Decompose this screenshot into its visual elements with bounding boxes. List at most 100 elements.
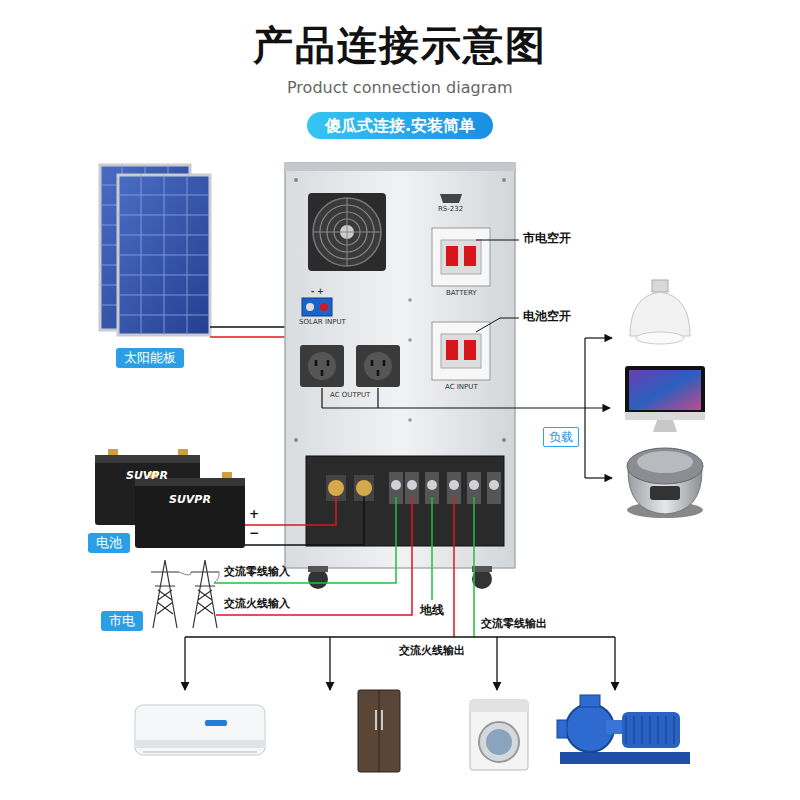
callout: 电池空开 bbox=[523, 310, 571, 324]
air-conditioner bbox=[135, 705, 265, 755]
computer bbox=[629, 370, 701, 410]
load-bus bbox=[496, 637, 497, 690]
inverter-cabinet bbox=[408, 338, 412, 342]
ac-socket bbox=[356, 345, 400, 387]
mains-wire bbox=[431, 497, 433, 600]
breaker bbox=[446, 246, 458, 266]
terminal-block bbox=[391, 480, 401, 490]
port-label: SOLAR INPUT bbox=[299, 318, 346, 326]
mains-wire bbox=[214, 497, 396, 583]
lamp bbox=[636, 332, 684, 344]
breaker bbox=[441, 240, 481, 274]
brand-mark: SUVPR bbox=[169, 494, 211, 507]
cooling-fan bbox=[308, 193, 386, 271]
breaker bbox=[432, 228, 490, 380]
breaker bbox=[464, 246, 476, 266]
air-conditioner bbox=[135, 740, 265, 748]
inverter-cabinet bbox=[408, 298, 412, 302]
refrigerator bbox=[358, 690, 400, 772]
terminal-block bbox=[407, 480, 417, 490]
lamp bbox=[630, 292, 690, 336]
battery-wire bbox=[245, 497, 336, 525]
brand-mark: SUVPR bbox=[126, 470, 168, 483]
node-text: 市电 bbox=[109, 613, 135, 629]
battery bbox=[108, 449, 118, 455]
output-bracket bbox=[322, 407, 610, 408]
breaker bbox=[464, 340, 476, 360]
inverter-cabinet bbox=[502, 438, 506, 442]
wire-label: 交流零线输出 bbox=[481, 618, 547, 631]
load-bus bbox=[614, 637, 615, 690]
port-label: BATTERY bbox=[446, 289, 477, 297]
node-text: 电池 bbox=[96, 535, 122, 551]
banner-pill: 傻瓜式连接.安装简单 bbox=[307, 112, 493, 139]
rice-cooker bbox=[637, 451, 693, 473]
refrigerator bbox=[381, 710, 383, 730]
battery bbox=[178, 449, 188, 455]
ac-socket bbox=[300, 345, 344, 387]
node-text: 负载 bbox=[549, 430, 573, 444]
washing-machine bbox=[470, 700, 528, 712]
ac-socket bbox=[316, 360, 384, 376]
load-bus bbox=[185, 636, 615, 637]
lamp bbox=[630, 280, 690, 344]
wire-label: 交流火线输出 bbox=[399, 645, 465, 658]
water-pump bbox=[557, 720, 567, 738]
solar-terminal bbox=[306, 303, 314, 311]
water-pump bbox=[580, 695, 600, 707]
callout: 市电空开 bbox=[523, 232, 571, 246]
refrigerator bbox=[358, 690, 400, 772]
caption-box: 负载 bbox=[543, 427, 579, 447]
caption-box: 市电 bbox=[101, 611, 143, 631]
terminal-block bbox=[489, 480, 499, 490]
caption-box: 太阳能板 bbox=[116, 348, 184, 368]
inverter-cabinet bbox=[308, 566, 328, 572]
inverter-cabinet bbox=[285, 163, 515, 568]
washing-machine bbox=[470, 700, 528, 770]
subtitle: Product connection diagram bbox=[287, 79, 513, 97]
rice-cooker bbox=[650, 486, 680, 500]
terminal-block bbox=[356, 480, 372, 496]
output-bracket bbox=[585, 477, 612, 478]
inverter-cabinet bbox=[294, 178, 298, 182]
power-tower bbox=[151, 560, 179, 628]
power-tower bbox=[151, 560, 219, 628]
leader-line bbox=[476, 318, 519, 332]
cooling-fan bbox=[308, 193, 386, 271]
inverter-cabinet bbox=[408, 418, 412, 422]
wire-label: 交流火线输入 bbox=[224, 598, 290, 611]
power-tower bbox=[179, 572, 219, 583]
rice-cooker bbox=[627, 448, 703, 518]
polarity-mark: − bbox=[249, 527, 259, 541]
output-bracket bbox=[377, 388, 378, 408]
wire-label: 交流零线输入 bbox=[224, 566, 290, 579]
breaker bbox=[446, 340, 458, 360]
cooling-fan bbox=[313, 198, 381, 266]
lamp bbox=[652, 280, 668, 292]
mains-wire bbox=[473, 497, 475, 637]
inverter-cabinet bbox=[285, 163, 515, 171]
terminal-block bbox=[427, 480, 437, 490]
battery-wire bbox=[245, 497, 364, 545]
rice-cooker bbox=[627, 448, 703, 484]
solar-panel bbox=[118, 175, 210, 335]
water-pump bbox=[626, 716, 674, 744]
air-conditioner bbox=[135, 705, 265, 755]
rs232-port bbox=[440, 194, 462, 203]
refrigerator bbox=[379, 690, 380, 772]
node-text: 傻瓜式连接.安装简单 bbox=[325, 116, 475, 135]
caption-box: 电池 bbox=[88, 533, 130, 553]
battery bbox=[222, 472, 232, 478]
inverter-cabinet bbox=[294, 438, 298, 442]
air-conditioner bbox=[205, 720, 227, 726]
cooling-fan bbox=[313, 198, 381, 266]
air-conditioner bbox=[143, 752, 257, 753]
port-label: AC INPUT bbox=[445, 383, 478, 391]
solar-terminal bbox=[320, 303, 328, 311]
washing-machine bbox=[479, 722, 519, 762]
water-pump bbox=[622, 712, 680, 748]
inverter-cabinet bbox=[502, 178, 506, 182]
solar-wire bbox=[210, 336, 296, 338]
computer bbox=[625, 366, 705, 418]
